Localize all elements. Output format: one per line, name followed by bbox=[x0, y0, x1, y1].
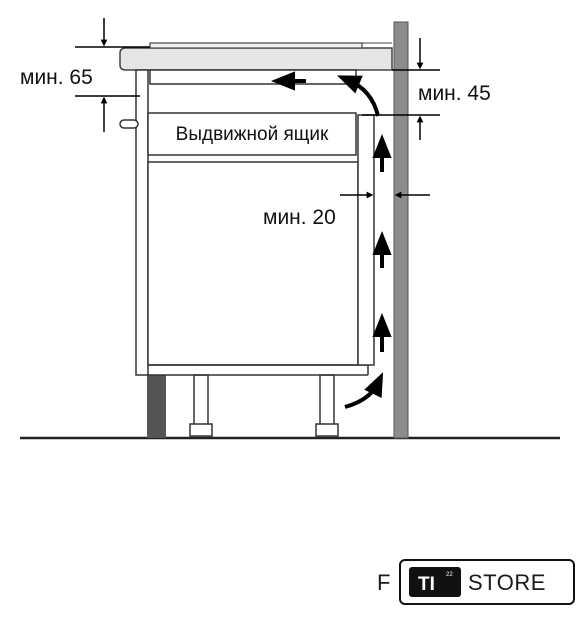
dimension-min-45 bbox=[362, 38, 440, 140]
hob-body bbox=[149, 69, 357, 85]
cabinet-back-panel bbox=[357, 114, 375, 366]
brand-badge bbox=[409, 567, 461, 597]
cabinet-front-edge bbox=[135, 69, 149, 376]
drawer-label: Выдвижной ящик bbox=[176, 124, 329, 145]
label-min-45: мин. 45 bbox=[418, 82, 491, 105]
airflow-arrows bbox=[271, 71, 392, 409]
wall bbox=[393, 21, 409, 439]
brand-suffix: STORE bbox=[468, 570, 546, 595]
brand-prefix: F bbox=[377, 570, 391, 595]
dimension-min-65 bbox=[75, 18, 150, 132]
brand-badge-text: TI bbox=[418, 574, 435, 595]
cabinet-box bbox=[147, 161, 359, 366]
brand-badge-sup: 22 bbox=[446, 572, 453, 578]
label-min-65: мин. 65 bbox=[20, 66, 93, 89]
drawer-knob bbox=[119, 119, 139, 129]
cabinet-legs bbox=[189, 374, 339, 437]
plinth bbox=[147, 375, 166, 438]
brand-logo: F TI 22 STORE bbox=[377, 559, 575, 605]
countertop bbox=[119, 42, 393, 71]
label-min-20: мин. 20 bbox=[263, 206, 336, 229]
drawer bbox=[147, 112, 357, 156]
